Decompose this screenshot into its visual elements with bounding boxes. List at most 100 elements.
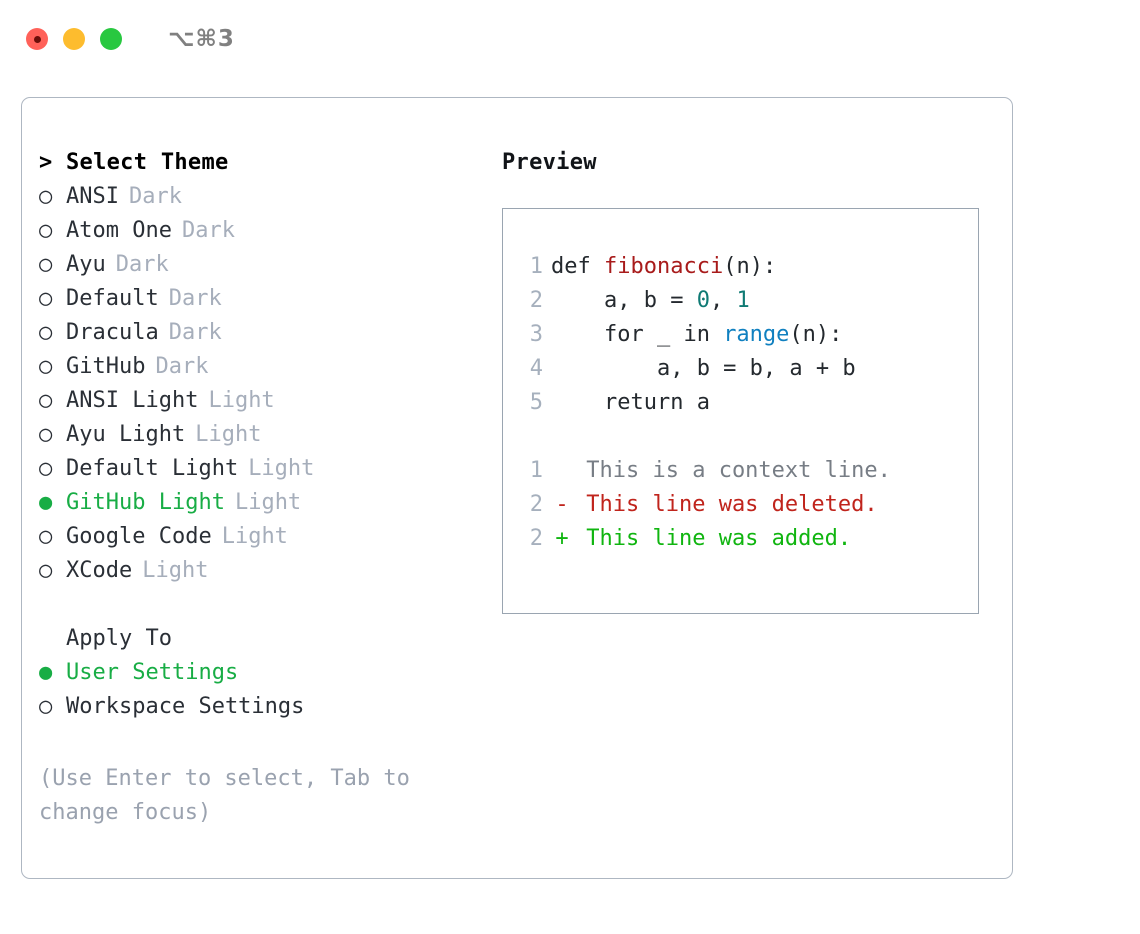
radio-unselected-icon: ○ bbox=[39, 422, 53, 447]
diff-line: 1 This is a context line. bbox=[503, 458, 978, 492]
theme-variant-badge: Light bbox=[195, 422, 262, 447]
preview-spacer bbox=[503, 424, 978, 458]
code-line-text: def fibonacci(n): bbox=[551, 254, 776, 279]
keyboard-hint-text: (Use Enter to select, Tab to change focu… bbox=[39, 766, 410, 825]
radio-unselected-icon: ○ bbox=[39, 286, 53, 311]
theme-picker-header: > Select Theme bbox=[39, 150, 492, 184]
title-bar: ⌥⌘3 bbox=[0, 0, 1140, 78]
diff-marker-context bbox=[551, 458, 573, 483]
code-token-plain: , bbox=[709, 288, 737, 313]
code-line-number: 4 bbox=[529, 356, 543, 381]
theme-variant-badge: Light bbox=[248, 456, 315, 481]
code-line-number: 5 bbox=[529, 390, 543, 415]
theme-name-label: GitHub bbox=[66, 354, 146, 379]
radio-unselected-icon: ○ bbox=[39, 456, 53, 481]
apply-to-label: Workspace Settings bbox=[66, 694, 305, 719]
theme-variant-badge: Light bbox=[142, 558, 209, 583]
theme-list-item[interactable]: ○ Default Light Light bbox=[39, 456, 492, 490]
radio-selected-icon: ● bbox=[39, 490, 53, 515]
apply-to-header-indent: ○ bbox=[39, 626, 66, 651]
code-line: 2 a, b = 0, 1 bbox=[503, 288, 978, 322]
code-line: 3 for _ in range(n): bbox=[503, 322, 978, 356]
diff-line: 2- This line was deleted. bbox=[503, 492, 978, 526]
theme-list-item[interactable]: ○ Ayu Light Light bbox=[39, 422, 492, 456]
code-line-text: a, b = b, a + b bbox=[551, 356, 856, 381]
code-token-fn: fibonacci bbox=[603, 254, 724, 279]
theme-variant-badge: Light bbox=[221, 524, 288, 549]
diff-line-number: 2 bbox=[529, 492, 543, 517]
code-token-plain: (n): bbox=[723, 254, 777, 279]
code-token-plain: return a bbox=[551, 390, 710, 415]
diff-marker-del: - bbox=[555, 492, 569, 517]
code-line-text: for _ in range(n): bbox=[551, 322, 842, 347]
code-token-plain: for _ in bbox=[551, 322, 724, 347]
theme-list-item[interactable]: ○ XCode Light bbox=[39, 558, 492, 592]
radio-unselected-icon: ○ bbox=[39, 524, 53, 549]
radio-unselected-icon: ○ bbox=[39, 694, 53, 719]
code-line-number: 3 bbox=[529, 322, 543, 347]
theme-variant-badge: Dark bbox=[168, 320, 222, 345]
theme-variant-badge: Dark bbox=[115, 252, 169, 277]
diff-marker-add: + bbox=[555, 526, 569, 551]
code-line-number: 1 bbox=[529, 254, 543, 279]
code-token-plain: a, b = b, a + b bbox=[551, 356, 856, 381]
diff-line-number: 1 bbox=[529, 458, 543, 483]
radio-unselected-icon: ○ bbox=[39, 354, 53, 379]
apply-to-item[interactable]: ○ Workspace Settings bbox=[39, 694, 492, 728]
theme-name-label: ANSI bbox=[66, 184, 119, 209]
close-button[interactable] bbox=[26, 28, 48, 50]
radio-selected-icon: ● bbox=[39, 660, 53, 685]
radio-unselected-icon: ○ bbox=[39, 558, 53, 583]
code-token-call: range bbox=[723, 322, 790, 347]
theme-name-label: Ayu Light bbox=[66, 422, 186, 447]
theme-list-item[interactable]: ○ GitHub Dark bbox=[39, 354, 492, 388]
diff-line-number: 2 bbox=[529, 526, 543, 551]
code-token-num: 0 bbox=[696, 288, 710, 313]
theme-variant-badge: Dark bbox=[128, 184, 182, 209]
theme-name-label: ANSI Light bbox=[66, 388, 199, 413]
theme-variant-badge: Dark bbox=[181, 218, 235, 243]
code-token-plain: a, b = bbox=[551, 288, 697, 313]
theme-variant-badge: Dark bbox=[155, 354, 209, 379]
theme-list-item[interactable]: ○ Google Code Light bbox=[39, 524, 492, 558]
code-line-number: 2 bbox=[529, 288, 543, 313]
apply-to-label: User Settings bbox=[66, 660, 239, 685]
window-controls bbox=[26, 28, 122, 50]
keyboard-shortcut-label: ⌥⌘3 bbox=[168, 26, 235, 52]
preview-title: Preview bbox=[502, 150, 597, 175]
code-line: 5 return a bbox=[503, 390, 978, 424]
theme-variant-badge: Dark bbox=[168, 286, 222, 311]
radio-unselected-icon: ○ bbox=[39, 218, 53, 243]
code-line-text: a, b = 0, 1 bbox=[551, 288, 750, 313]
diff-line: 2+ This line was added. bbox=[503, 526, 978, 560]
theme-list-item[interactable]: ○ Default Dark bbox=[39, 286, 492, 320]
theme-name-label: Google Code bbox=[66, 524, 212, 549]
diff-line-text: This is a context line. bbox=[573, 458, 891, 483]
theme-name-label: GitHub Light bbox=[66, 490, 225, 515]
diff-sample: 1 This is a context line.2- This line wa… bbox=[503, 458, 978, 560]
code-line: 4 a, b = b, a + b bbox=[503, 356, 978, 390]
theme-list-item[interactable]: ○ Atom One Dark bbox=[39, 218, 492, 252]
theme-name-label: Default bbox=[66, 286, 159, 311]
apply-to-list: ● User Settings ○ Workspace Settings bbox=[39, 660, 492, 728]
apply-to-item[interactable]: ● User Settings bbox=[39, 660, 492, 694]
maximize-button[interactable] bbox=[100, 28, 122, 50]
theme-name-label: Default Light bbox=[66, 456, 239, 481]
prompt-caret-icon: > bbox=[39, 150, 53, 175]
radio-unselected-icon: ○ bbox=[39, 320, 53, 345]
theme-name-label: XCode bbox=[66, 558, 133, 583]
radio-unselected-icon: ○ bbox=[39, 388, 53, 413]
theme-name-label: Atom One bbox=[66, 218, 172, 243]
minimize-button[interactable] bbox=[63, 28, 85, 50]
